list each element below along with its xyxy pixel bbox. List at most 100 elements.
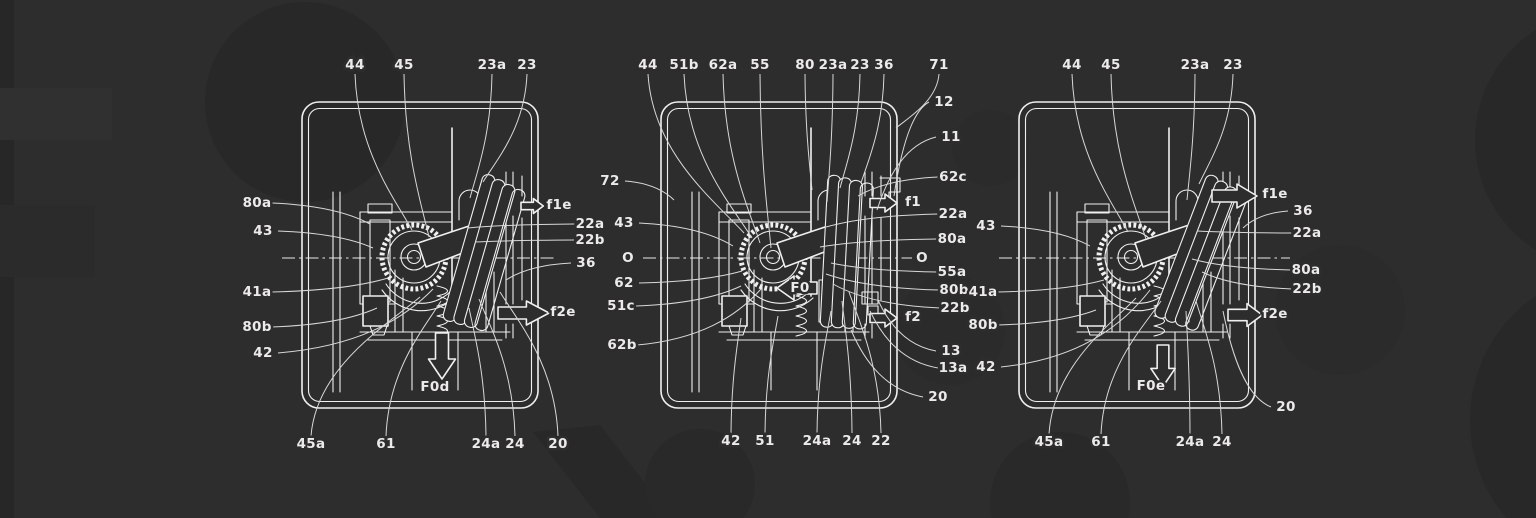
ref-label-23a: 23a [819,57,848,73]
ref-label-23: 23 [1223,57,1242,73]
leader-line-44 [1071,73,1129,233]
ref-label-f1: f1 [905,194,921,210]
ref-label-80a: 80a [243,195,272,211]
ref-label-80a: 80a [938,231,967,247]
ref-label-O: O [916,250,928,266]
leader-line-22b [474,239,576,243]
leader-line-22a [825,213,939,228]
leader-line-80 [804,73,813,191]
leader-line-20 [850,329,924,398]
leader-line-23a [826,73,834,203]
ref-label-23: 23 [517,57,536,73]
ref-label-45: 45 [1101,57,1120,73]
leader-line-36 [505,262,572,281]
leader-line-20 [1222,310,1272,408]
ref-label-80b: 80b [242,319,271,335]
ref-label-80b: 80b [939,282,968,298]
ref-label-F0e: F0e [1137,378,1166,394]
ref-label-f1e: f1e [1262,186,1287,202]
ref-label-36: 36 [1293,203,1312,219]
leader-line-80b [271,307,378,328]
leader-line-24a [816,310,832,434]
ref-label-22b: 22b [1292,281,1321,297]
leader-line-61 [1100,300,1162,435]
ref-label-23a: 23a [1181,57,1210,73]
shutter-mechanism-drawing [661,102,897,408]
ref-label-20: 20 [1276,399,1295,415]
ref-label-42: 42 [976,359,995,375]
ref-label-42: 42 [721,433,740,449]
leader-line-22a [467,223,576,229]
force-arrow-f2e-icon [496,299,551,327]
ref-label-13a: 13a [939,360,968,376]
ref-label-36: 36 [874,57,893,73]
leader-line-71 [895,73,940,129]
leader-line-24a [468,307,487,437]
leader-line-80a [271,202,371,225]
leader-line-62b [636,288,762,346]
ref-label-61: 61 [376,436,395,452]
shutter-blades [819,174,875,330]
leader-line-13 [877,299,937,352]
ref-label-44: 44 [638,57,657,73]
ref-label-41a: 41a [969,284,998,300]
leader-line-24a [1185,310,1191,435]
ref-label-43: 43 [253,223,272,239]
ref-label-20: 20 [548,436,567,452]
leader-line-24 [841,300,853,434]
ref-label-20: 20 [928,389,947,405]
leader-line-41a [997,279,1105,293]
ref-label-80b: 80b [968,317,997,333]
ref-label-80: 80 [795,57,814,73]
ref-label-45a: 45a [297,436,326,452]
leader-line-42 [730,317,742,434]
leader-line-36 [1242,210,1289,229]
leader-line-44 [354,73,413,231]
ref-label-43: 43 [614,215,633,231]
ref-label-22a: 22a [576,216,605,232]
ref-label-61: 61 [1091,434,1110,450]
ref-label-36: 36 [576,255,595,271]
ref-label-72: 72 [600,173,619,189]
ref-label-45: 45 [394,57,413,73]
ref-label-24: 24 [842,433,861,449]
leader-line-23 [1198,73,1234,185]
leader-line-22b [1201,271,1293,290]
ref-label-42: 42 [253,345,272,361]
leader-line-62a [722,73,761,244]
leader-line-24 [1195,300,1223,435]
leader-line-23 [482,73,528,183]
leader-line-23 [839,73,861,189]
leader-line-45 [403,73,430,238]
ref-label-51c: 51c [607,298,635,314]
leader-line-80b [825,273,940,291]
leader-line-55a [830,262,938,273]
leader-line-13a [869,310,939,369]
leader-line-41a [271,277,389,293]
ref-label-23a: 23a [478,57,507,73]
leader-line-43 [277,230,374,249]
ref-label-45a: 45a [1035,434,1064,450]
ref-label-13: 13 [941,343,960,359]
leader-line-22a [1196,230,1293,234]
leader-line-36 [860,73,885,184]
ref-label-22a: 22a [1293,225,1322,241]
leader-line-61 [385,300,442,437]
ref-label-F0: F0 [790,280,809,296]
leader-line-43 [1000,225,1091,247]
figure-right [999,102,1290,408]
ref-label-51: 51 [755,433,774,449]
ref-label-11: 11 [941,129,960,145]
ref-label-80a: 80a [1292,262,1321,278]
leader-line-22b [832,283,941,309]
force-arrow-f1e-icon [520,198,544,214]
leader-line-45a [310,296,421,437]
ref-label-22b: 22b [575,232,604,248]
ref-label-12: 12 [934,94,953,110]
leader-line-62 [638,270,743,284]
ref-label-62: 62 [614,275,633,291]
shutter-mechanism-drawing [1019,102,1255,408]
ref-label-22: 22 [871,433,890,449]
lower-bracket [861,291,879,305]
